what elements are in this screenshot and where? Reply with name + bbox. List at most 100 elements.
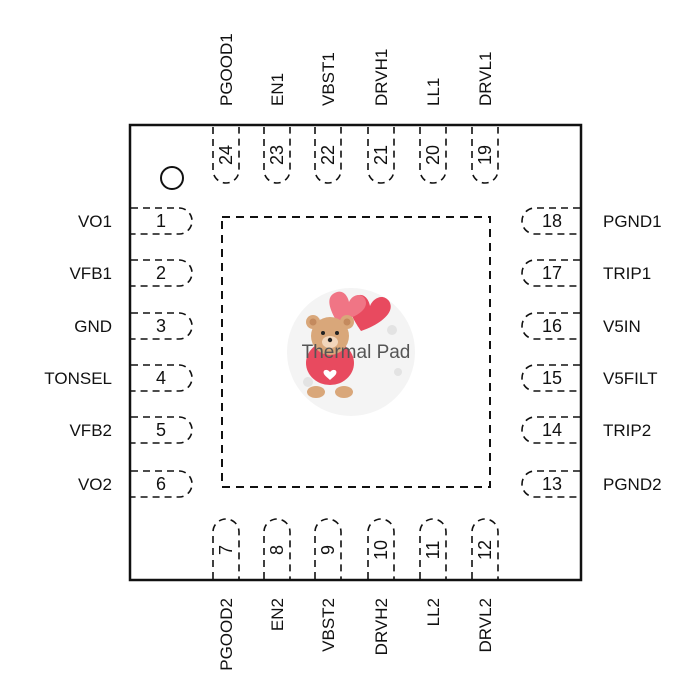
pin-number: 22: [318, 145, 338, 165]
pin-pad: [131, 364, 193, 392]
pin-pad: [521, 364, 580, 392]
pin-16: 16 V5IN: [521, 312, 641, 340]
pin-label: PGND2: [603, 475, 662, 494]
pin-6: 6 VO2: [78, 470, 193, 498]
pin-label: TRIP2: [603, 421, 651, 440]
pin-pad: [263, 518, 291, 579]
pin-pad: [419, 127, 447, 184]
pin-number: 8: [267, 545, 287, 555]
pin-pad: [367, 518, 395, 579]
pin-pad: [131, 259, 193, 287]
pin-label: TRIP1: [603, 264, 651, 283]
pin-pad: [212, 518, 240, 579]
pin-pad: [212, 127, 240, 184]
pin-number: 6: [156, 474, 166, 494]
pin-label: PGOOD1: [217, 33, 236, 106]
pin-label: V5FILT: [603, 369, 657, 388]
pin-number: 16: [542, 316, 562, 336]
pin-pad: [419, 518, 447, 579]
pin-label: VBST2: [319, 598, 338, 652]
pin-label: DRVL2: [476, 598, 495, 653]
pin-label: EN1: [268, 73, 287, 106]
pin-label: VO1: [78, 212, 112, 231]
pin-number: 3: [156, 316, 166, 336]
pin-21: 21 DRVH1: [367, 49, 395, 184]
pin-number: 23: [267, 145, 287, 165]
pin-number: 4: [156, 368, 166, 388]
pin-3: 3 GND: [74, 312, 193, 340]
pin-label: LL1: [424, 78, 443, 106]
pin-number: 13: [542, 474, 562, 494]
pin-label: VFB2: [69, 421, 112, 440]
pin-pad: [367, 127, 395, 184]
pin-number: 14: [542, 420, 562, 440]
pin-pad: [471, 518, 499, 579]
pin-label: VBST1: [319, 52, 338, 106]
pin-pad: [521, 312, 580, 340]
pin-14: 14 TRIP2: [521, 416, 651, 444]
pin-number: 18: [542, 211, 562, 231]
pin-label: LL2: [424, 598, 443, 626]
pin-number: 21: [371, 145, 391, 165]
pin-label: PGND1: [603, 212, 662, 231]
pin-15: 15 V5FILT: [521, 364, 657, 392]
pin-pad: [521, 416, 580, 444]
pin-pad: [521, 259, 580, 287]
pin-label: TONSEL: [44, 369, 112, 388]
pin-number: 9: [318, 545, 338, 555]
pin-number: 19: [475, 145, 495, 165]
pin-number: 1: [156, 211, 166, 231]
pin-pad: [471, 127, 499, 184]
pin-label: PGOOD2: [217, 598, 236, 671]
pin-label: DRVL1: [476, 52, 495, 107]
pin-19: 19 DRVL1: [471, 52, 499, 184]
pin-pad: [521, 207, 580, 235]
teddy-bear-heart-icon: [287, 288, 415, 416]
pin-number: 7: [216, 545, 236, 555]
pin-number: 12: [475, 540, 495, 560]
pins-layer: 1 VO1 2 VFB1 3 GND 4 TONSEL 5 VFB2 6 VO2 13 PGND2 14 TR…: [44, 33, 661, 671]
pin-number: 17: [542, 263, 562, 283]
pin-label: V5IN: [603, 317, 641, 336]
pin-pad: [314, 518, 342, 579]
pin-label: GND: [74, 317, 112, 336]
pin-18: 18 PGND1: [521, 207, 662, 235]
pin-number: 15: [542, 368, 562, 388]
pin-number: 10: [371, 540, 391, 560]
pin-22: 22 VBST1: [314, 52, 342, 184]
pin-number: 20: [423, 145, 443, 165]
pin-20: 20 LL1: [419, 78, 447, 184]
pin-pad: [263, 127, 291, 184]
pin-pad: [131, 416, 193, 444]
pin-4: 4 TONSEL: [44, 364, 193, 392]
pin-label: DRVH2: [372, 598, 391, 655]
pin-13: 13 PGND2: [521, 470, 662, 498]
pin-1: 1 VO1: [78, 207, 193, 235]
pin1-marker-icon: [160, 166, 184, 190]
pin-pad: [314, 127, 342, 184]
pin-24: 24 PGOOD1: [212, 33, 240, 184]
pin-label: VO2: [78, 475, 112, 494]
pin-label: DRVH1: [372, 49, 391, 106]
thermal-pad-label: Thermal Pad: [302, 342, 411, 363]
pin-label: VFB1: [69, 264, 112, 283]
pin-number: 5: [156, 420, 166, 440]
pin-17: 17 TRIP1: [521, 259, 651, 287]
pin-2: 2 VFB1: [69, 259, 193, 287]
pin-23: 23 EN1: [263, 73, 291, 184]
pin-pad: [521, 470, 580, 498]
pin-number: 11: [423, 541, 443, 560]
pin-number: 24: [216, 145, 236, 165]
thermal-pad: [221, 216, 491, 488]
pin-pad: [131, 470, 193, 498]
pin-pad: [131, 312, 193, 340]
pin-number: 2: [156, 263, 166, 283]
pin-5: 5 VFB2: [69, 416, 193, 444]
